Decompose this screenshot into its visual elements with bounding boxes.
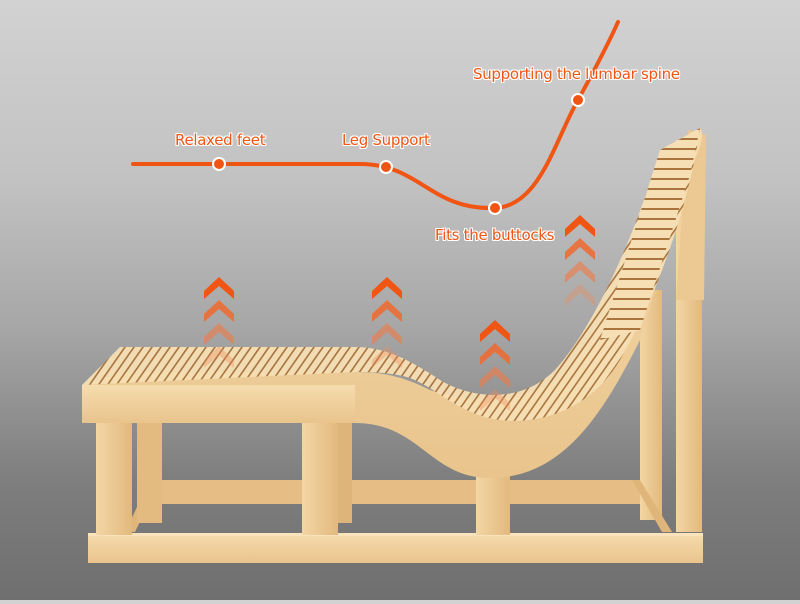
label-lumbar-spine: Supporting the lumbar spine: [473, 65, 680, 83]
base-frame: [88, 480, 703, 563]
label-fits-buttocks: Fits the buttocks: [435, 226, 555, 244]
arrow-leg-icon: [372, 277, 402, 368]
point-buttocks: [488, 201, 502, 215]
point-feet: [212, 157, 226, 171]
label-relaxed-feet: Relaxed feet: [175, 131, 266, 149]
point-lumbar: [571, 93, 585, 107]
point-leg: [379, 160, 393, 174]
arrow-lumbar-icon: [565, 215, 595, 306]
label-leg-support: Leg Support: [342, 131, 430, 149]
curve-points: [212, 93, 585, 215]
ergonomic-curve: [131, 20, 620, 211]
arrow-buttocks-icon: [480, 320, 510, 411]
arrow-feet-icon: [204, 277, 234, 368]
front-legs: [96, 423, 510, 535]
seat-body: [82, 128, 702, 478]
back-legs: [640, 130, 706, 532]
